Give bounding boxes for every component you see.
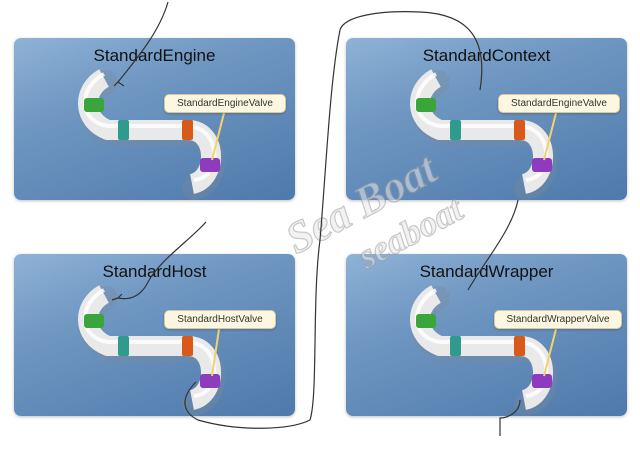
valve-pointer: [543, 328, 557, 377]
green-ring: [84, 314, 104, 328]
green-ring: [416, 98, 436, 112]
standard-context-valve-label: StandardEngineValve: [498, 94, 620, 113]
standard-wrapper-panel: StandardWrapper StandardWrapperValve: [346, 254, 627, 416]
engine-pipeline: [78, 69, 225, 200]
teal-ring: [450, 336, 461, 356]
green-ring: [416, 314, 436, 328]
green-ring: [84, 98, 104, 112]
teal-ring: [450, 120, 461, 140]
teal-ring: [118, 336, 129, 356]
standard-host-valve-label: StandardHostValve: [164, 310, 276, 329]
host-pipeline: [78, 285, 225, 416]
valve-pointer: [543, 112, 557, 161]
standard-engine-panel: StandardEngine StandardEngineValve: [14, 38, 295, 200]
purple-ring: [200, 374, 220, 388]
standard-engine-valve-label: StandardEngineValve: [164, 94, 286, 113]
standard-host-panel: StandardHost StandardHostValve: [14, 254, 295, 416]
teal-ring: [118, 120, 129, 140]
orange-ring: [182, 120, 193, 140]
orange-ring: [182, 336, 193, 356]
context-pipeline: [410, 69, 557, 200]
orange-ring: [514, 120, 525, 140]
wrapper-pipeline: [410, 285, 557, 416]
orange-ring: [514, 336, 525, 356]
purple-ring: [532, 158, 552, 172]
standard-wrapper-valve-label: StandardWrapperValve: [494, 310, 622, 329]
purple-ring: [532, 374, 552, 388]
standard-context-panel: StandardContext StandardEngineValve: [346, 38, 627, 200]
purple-ring: [200, 158, 220, 172]
